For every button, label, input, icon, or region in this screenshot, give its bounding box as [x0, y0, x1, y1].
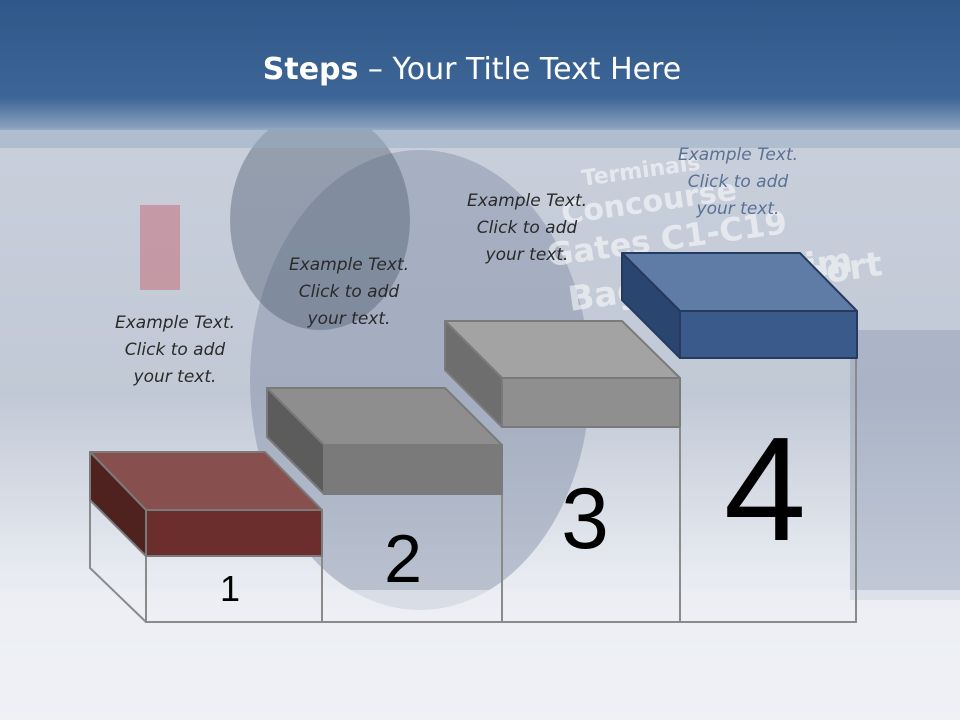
step-2-label[interactable]: Example Text. Click to add your text. — [254, 252, 444, 333]
step-2-number: 2 — [384, 521, 422, 597]
step-1-block — [89, 451, 323, 557]
blurred-red-light — [140, 205, 180, 290]
title-rest: – Your Title Text Here — [358, 52, 682, 87]
floor — [0, 590, 960, 720]
blurred-window — [850, 330, 960, 600]
step-4-line-2: Click to add — [687, 172, 789, 192]
step-2-block — [266, 387, 503, 495]
step-3-line-2: Click to add — [476, 218, 578, 238]
step-4-block — [621, 252, 858, 359]
step-4-number: 4 — [723, 407, 807, 572]
step-3-label[interactable]: Example Text. Click to add your text. — [432, 188, 622, 269]
step-1-number: 1 — [219, 568, 241, 609]
title-bold: Steps — [262, 52, 359, 87]
step-4-line-3: your text. — [696, 199, 780, 219]
step-1-line-2: Click to add — [124, 340, 226, 360]
step-3-line-1: Example Text. — [466, 191, 588, 211]
step-1-line-1: Example Text. — [114, 313, 236, 333]
step-4-line-1: Example Text. — [677, 145, 799, 165]
step-3-number: 3 — [561, 471, 609, 567]
step-2-line-1: Example Text. — [288, 255, 410, 275]
blurred-bag — [230, 110, 410, 330]
slide-title[interactable]: Steps – Your Title Text Here — [0, 52, 944, 87]
step-2-line-3: your text. — [307, 309, 391, 329]
step-3-block — [444, 320, 681, 428]
step-3-line-3: your text. — [485, 245, 569, 265]
step-1-label[interactable]: Example Text. Click to add your text. — [80, 310, 270, 391]
step-2-line-2: Click to add — [298, 282, 400, 302]
step-4-label[interactable]: Example Text. Click to add your text. — [643, 142, 833, 223]
step-1-line-3: your text. — [133, 367, 217, 387]
title-band — [0, 0, 960, 130]
